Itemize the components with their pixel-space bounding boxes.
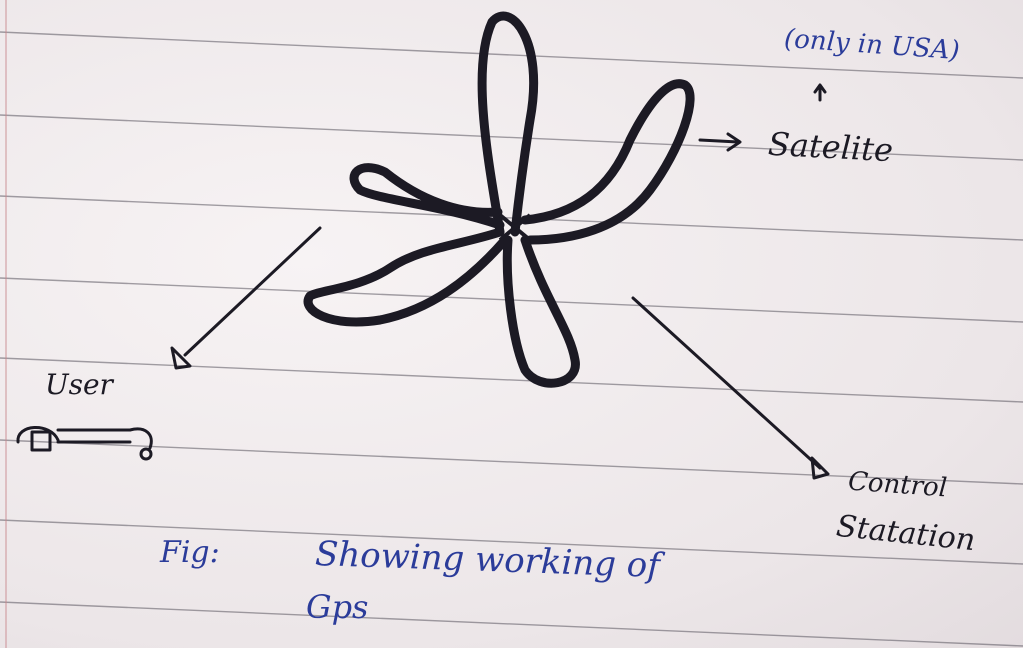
control-arrow [633, 298, 820, 468]
caption-gps: Gps [306, 588, 368, 626]
satellite-arrow [700, 140, 738, 142]
caption-prefix: Fig: [160, 535, 220, 570]
car-icon [10, 412, 170, 482]
user-arrow [185, 228, 320, 355]
user-label: User [45, 368, 113, 401]
satellite-label: Satelite [767, 125, 894, 169]
